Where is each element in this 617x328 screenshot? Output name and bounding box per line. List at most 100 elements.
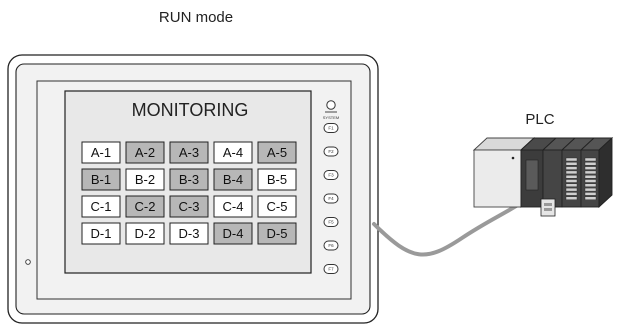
plc-unit [472, 136, 614, 217]
switch-cell[interactable]: B-4 [213, 168, 253, 191]
switch-cell-box [169, 222, 209, 245]
switch-cell[interactable]: B-1 [81, 168, 121, 191]
switch-cell-label: D-4 [223, 226, 244, 241]
plc-status-led-icon [511, 156, 515, 160]
function-key[interactable]: F3 [323, 170, 339, 180]
plc-terminal [565, 179, 578, 183]
switch-cell[interactable]: A-4 [213, 141, 253, 164]
switch-cell-box [169, 141, 209, 164]
switch-cell-label: D-2 [135, 226, 156, 241]
switch-cell[interactable]: A-3 [169, 141, 209, 164]
plc-bottom-connector-pin [544, 208, 552, 211]
function-key-shape [323, 170, 339, 180]
switch-cell-box [213, 141, 253, 164]
hmi-inner-frame [36, 80, 352, 300]
switch-cell[interactable]: C-4 [213, 195, 253, 218]
switch-cell-box [81, 195, 121, 218]
plc-terminal [565, 187, 578, 192]
switch-cell-label: B-3 [179, 172, 199, 187]
switch-cell[interactable]: D-4 [213, 222, 253, 245]
switch-cell[interactable]: C-5 [257, 195, 297, 218]
switch-cell[interactable]: B-2 [125, 168, 165, 191]
switch-cell-box [81, 168, 121, 191]
switch-cell-box [81, 222, 121, 245]
plc-side [598, 136, 613, 209]
switch-cell[interactable]: C-3 [169, 195, 209, 218]
switch-cell[interactable]: D-2 [125, 222, 165, 245]
function-key-shape [323, 264, 339, 274]
function-key-label: F6 [328, 243, 334, 248]
switch-cell-box [257, 141, 297, 164]
plc-terminal [565, 196, 578, 200]
plc-terminal [565, 183, 578, 188]
system-key[interactable]: SYSTEM [323, 100, 339, 120]
function-key[interactable]: F7 [323, 264, 339, 274]
switch-cell-box [169, 168, 209, 191]
switch-cell-label: B-4 [223, 172, 243, 187]
switch-cell[interactable]: D-3 [169, 222, 209, 245]
switch-cell-box [257, 195, 297, 218]
plc-io1-front [542, 149, 563, 208]
switch-cell-label: A-1 [91, 145, 111, 160]
function-key-label: F3 [328, 173, 334, 178]
switch-cell[interactable]: B-3 [169, 168, 209, 191]
function-key-shape [323, 146, 339, 157]
switch-cell-label: D-1 [91, 226, 112, 241]
switch-cell-label: C-4 [223, 199, 244, 214]
switch-cell-box [125, 168, 165, 191]
switch-cell[interactable]: A-2 [125, 141, 165, 164]
function-key[interactable]: F6 [323, 240, 339, 251]
plc-terminal [584, 162, 597, 166]
switch-cell-label: A-2 [135, 145, 155, 160]
switch-cell-label: B-2 [135, 172, 155, 187]
function-key-shape [323, 193, 339, 204]
caption: RUN mode [159, 9, 233, 26]
plc-terminal [565, 157, 578, 162]
system-key-icon [326, 100, 336, 110]
function-key-label: F2 [328, 149, 334, 154]
switch-cell-box [213, 222, 253, 245]
switch-cell-box [257, 168, 297, 191]
switch-cell[interactable]: A-1 [81, 141, 121, 164]
plc-power-front [473, 149, 522, 208]
plc-terminal [584, 170, 597, 175]
plc-terminal [565, 166, 578, 170]
plc-cpu-panel [525, 159, 539, 191]
plc-bottom-connector [540, 198, 556, 217]
plc-terminal [584, 157, 597, 162]
switch-cell-label: B-5 [267, 172, 287, 187]
plc-terminal [584, 174, 597, 179]
function-key-label: F7 [328, 267, 334, 272]
switch-cell-label: B-1 [91, 172, 111, 187]
plc-terminal [584, 187, 597, 192]
switch-cell[interactable]: D-1 [81, 222, 121, 245]
function-key[interactable]: F5 [323, 217, 339, 227]
switch-cell-label: D-3 [179, 226, 200, 241]
switch-cell[interactable]: A-5 [257, 141, 297, 164]
plc-terminal [565, 170, 578, 175]
function-key[interactable]: F2 [323, 146, 339, 157]
function-key-label: F1 [328, 126, 334, 131]
function-key-shape [323, 123, 339, 133]
plc-terminal [565, 162, 578, 166]
switch-cell-label: D-5 [267, 226, 288, 241]
switch-cell-label: C-5 [267, 199, 288, 214]
plc-terminal-blocks [565, 157, 597, 200]
plc-bottom-connector-pin [544, 203, 552, 206]
switch-cell-label: C-1 [91, 199, 112, 214]
plc-terminal [584, 196, 597, 200]
plc-terminal [565, 192, 578, 196]
switch-cell-label: A-5 [267, 145, 287, 160]
plc-terminal [584, 166, 597, 170]
switch-cell[interactable]: B-5 [257, 168, 297, 191]
screen-title: MONITORING [132, 100, 249, 120]
switch-cell[interactable]: C-2 [125, 195, 165, 218]
switch-cell[interactable]: D-5 [257, 222, 297, 245]
function-key[interactable]: F1 [323, 123, 339, 133]
function-key[interactable]: F4 [323, 193, 339, 204]
switch-cell[interactable]: C-1 [81, 195, 121, 218]
plc-label: PLC [525, 111, 554, 128]
